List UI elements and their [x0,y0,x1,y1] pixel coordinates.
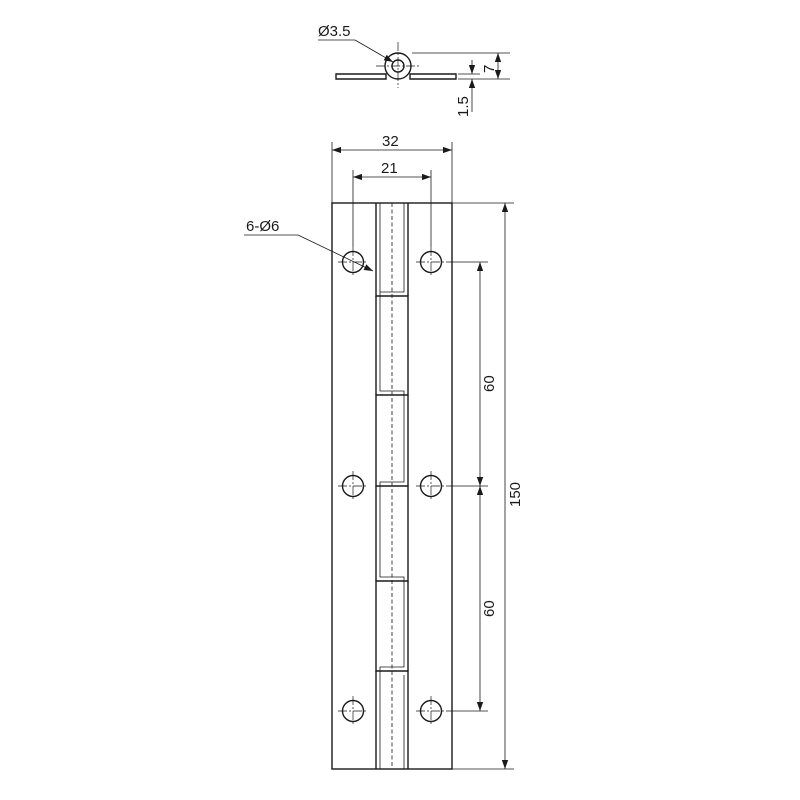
knuckle-inner-right [379,203,405,769]
side-view: Ø3.5 7 1.5 [318,23,510,117]
front-view: 32 21 6-Ø6 60 60 150 [244,133,524,770]
pin-diameter-leader-arrow [354,39,394,63]
overall-length-label: 150 [507,482,524,507]
hole-pitch-lower-label: 60 [481,600,498,617]
knuckle-zigzag-right [375,203,409,769]
holes-callout-leader [297,234,374,272]
pin-diameter-label: Ø3.5 [318,23,351,40]
hole-spacing-label: 21 [381,160,398,177]
side-view-leaf [335,73,387,80]
leaf-thickness-label: 1.5 [455,96,472,117]
holes-callout-label: 6-Ø6 [246,218,279,235]
knuckle-height-label: 7 [481,65,498,73]
hole-pitch-upper-label: 60 [481,375,498,392]
side-view-leaf-right [409,73,457,80]
hole-center-marks [338,247,446,726]
overall-width-label: 32 [382,133,399,150]
